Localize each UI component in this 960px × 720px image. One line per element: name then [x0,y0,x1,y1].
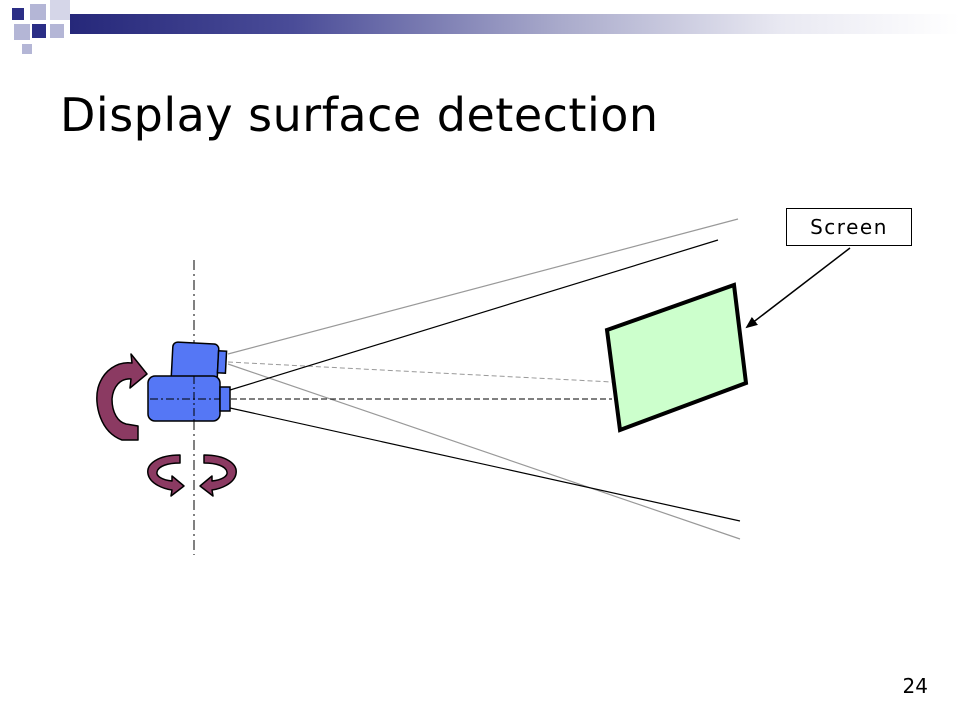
camera-lens [219,386,231,412]
frustum-line-upper-top [227,218,739,355]
frustum-line-lower-top [229,239,719,391]
frustum-line-upper-bottom [227,363,741,540]
frustum-line-lower-bottom [229,407,741,522]
logo-square [12,8,24,20]
logo-square [30,4,46,20]
circular-arrows-icon [199,454,237,497]
camera-lens [216,350,228,374]
screen-label: Screen [786,208,912,246]
title-bar [70,14,960,34]
display-screen [604,282,749,433]
label-pointer-arrow [745,247,851,329]
optical-axis-upper [227,361,613,383]
logo-square [22,44,32,54]
page-number: 24 [902,674,928,698]
logo-square [32,24,46,38]
logo-squares [0,0,80,60]
video-camera-icon [170,341,228,385]
logo-square [50,24,64,38]
logo-square [14,24,30,40]
page-title: Display surface detection [60,88,659,142]
curved-arrow-icon [96,353,148,441]
logo-square [50,0,70,20]
circular-arrows-icon [147,454,185,497]
